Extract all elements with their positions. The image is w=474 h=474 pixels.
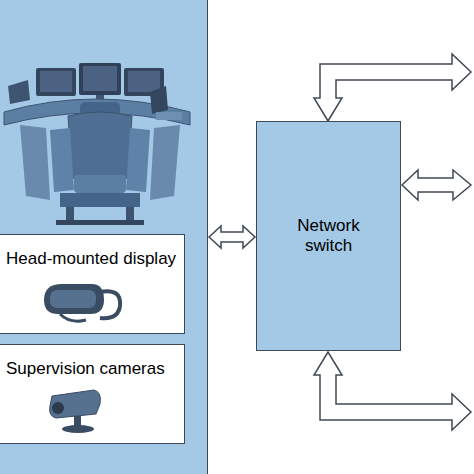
node-label: Head-mounted display: [0, 235, 184, 269]
cockpit-illustration: [4, 63, 190, 225]
device-box: Supervision cameras: [0, 344, 185, 444]
system-panel: Head-mounted displaySupervision cameras: [0, 0, 208, 474]
process-box: Network switch: [256, 121, 401, 351]
node-label: Supervision cameras: [0, 345, 184, 379]
uplink-arrow: [314, 54, 471, 121]
side-link-arrow: [402, 170, 471, 200]
node-label: Network switch: [279, 216, 379, 257]
device-box: Head-mounted display: [0, 234, 185, 334]
camera-icon: [50, 390, 101, 433]
downlink-arrow: [314, 352, 471, 430]
headset-icon: [44, 284, 120, 321]
double-arrow: [209, 226, 255, 248]
